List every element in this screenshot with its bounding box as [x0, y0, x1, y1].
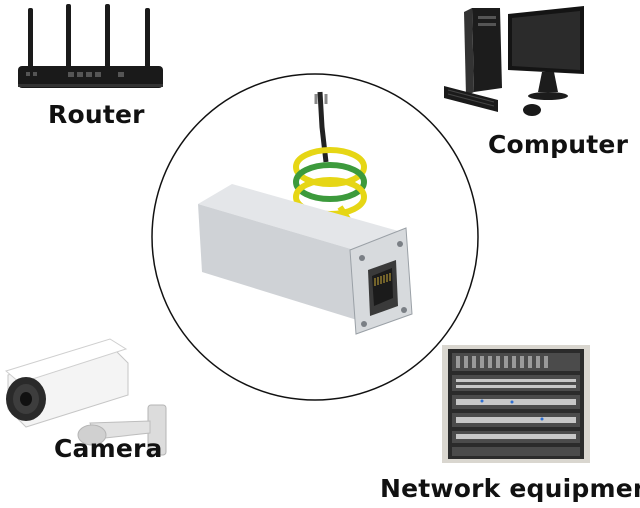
server-rack-image [442, 345, 590, 463]
camera-label: Camera [54, 434, 163, 463]
router-label: Router [48, 100, 145, 129]
desktop-computer-image [444, 6, 584, 116]
router-image [18, 4, 163, 88]
computer-label: Computer [488, 130, 629, 159]
network-equipment-label: Network equipment [380, 474, 640, 503]
ethernet-surge-protector-image [151, 73, 479, 401]
cctv-camera-image [4, 338, 167, 456]
